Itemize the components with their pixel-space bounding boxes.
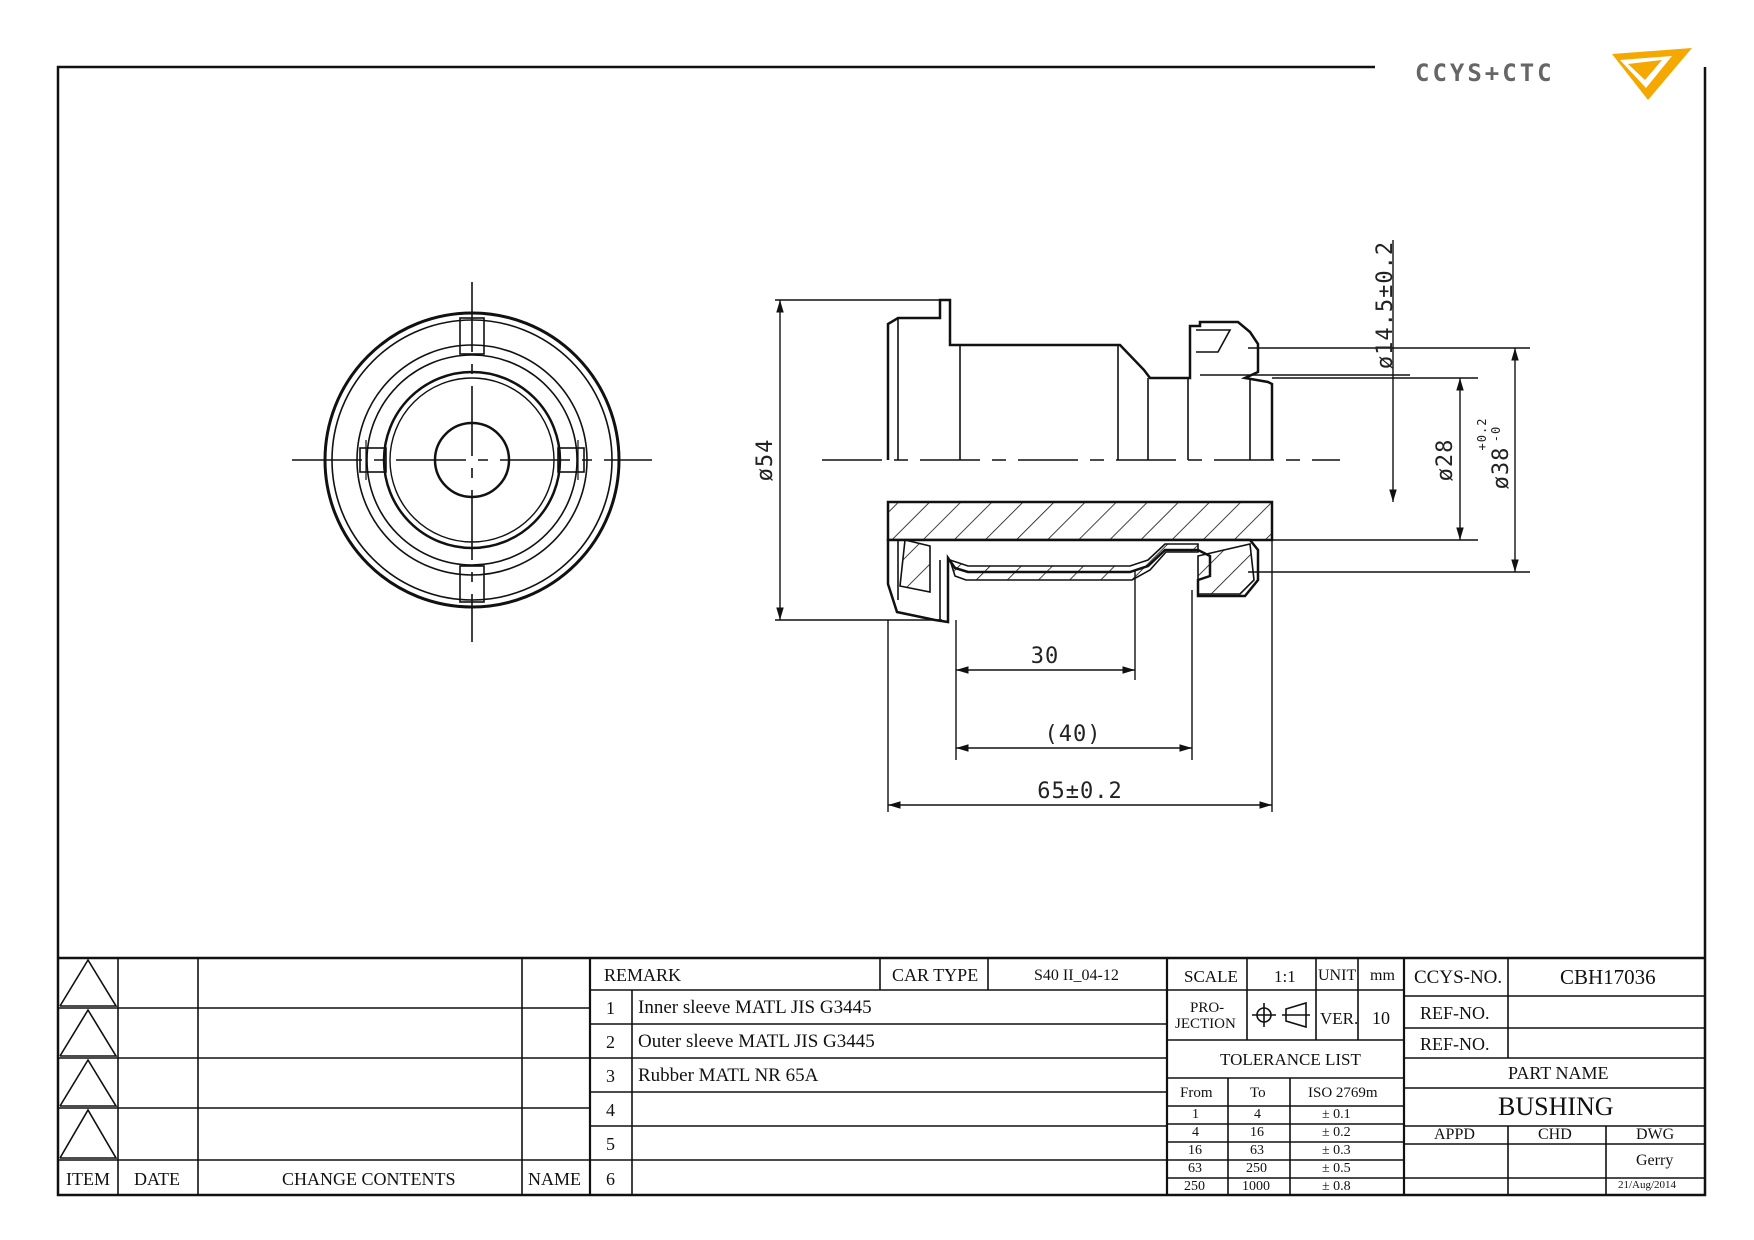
- tolerance-cell: ± 0.3: [1322, 1143, 1351, 1158]
- scale-value: 1:1: [1274, 967, 1296, 986]
- part-name-value: BUSHING: [1498, 1092, 1614, 1121]
- company-logo: CCYS+CTC: [1415, 45, 1690, 105]
- dwg-name: Gerry: [1636, 1152, 1674, 1169]
- tolerance-header-to: To: [1250, 1085, 1266, 1101]
- ver-label: VER.: [1320, 1009, 1359, 1028]
- remark-label: REMARK: [604, 965, 682, 985]
- tolerance-cell: 1: [1192, 1107, 1199, 1122]
- unit-value: mm: [1370, 967, 1395, 984]
- remark-row-text: Rubber MATL NR 65A: [638, 1065, 819, 1086]
- ver-value: 10: [1372, 1008, 1390, 1028]
- dimension-lines: [775, 240, 1530, 812]
- tolerance-title: TOLERANCE LIST: [1220, 1050, 1361, 1069]
- tolerance-header-from: From: [1180, 1085, 1213, 1101]
- logo-text: CCYS+CTC: [1415, 59, 1555, 87]
- tolerance-cell: 16: [1250, 1125, 1264, 1140]
- ccys-value: CBH17036: [1560, 965, 1656, 989]
- scale-label: SCALE: [1184, 967, 1238, 986]
- car-type-label: CAR TYPE: [892, 965, 979, 985]
- tolerance-cell: 250: [1246, 1161, 1267, 1176]
- tolerance-header-iso: ISO 2769m: [1308, 1085, 1378, 1101]
- drawing-border: [56, 65, 1707, 1197]
- ref-label-2: REF-NO.: [1420, 1034, 1490, 1054]
- tolerance-cell: 250: [1184, 1179, 1205, 1194]
- tolerance-cell: 1000: [1242, 1179, 1270, 1194]
- remark-row-num: 4: [606, 1100, 615, 1120]
- projection-label-1: PRO-: [1190, 1000, 1225, 1016]
- tolerance-cell: ± 0.5: [1322, 1161, 1351, 1176]
- tolerance-cell: ± 0.8: [1322, 1179, 1351, 1194]
- appd-label: APPD: [1434, 1126, 1475, 1143]
- dim-phi14: ø14.5±0.2: [1373, 241, 1398, 369]
- projection-label-2: JECTION: [1175, 1016, 1236, 1032]
- dimension-texts: ø54 ø14.5±0.2 ø28 ø38 +0.2 -0 30 (40) 65…: [753, 241, 1514, 804]
- rev-header-change: CHANGE CONTENTS: [282, 1169, 456, 1189]
- dwg-label: DWG: [1636, 1126, 1675, 1143]
- unit-label: UNIT: [1318, 967, 1357, 984]
- rev-header-date: DATE: [134, 1169, 180, 1189]
- rev-header-item: ITEM: [66, 1169, 110, 1189]
- tolerance-cell: 16: [1188, 1143, 1202, 1158]
- dim-phi38-tol-upper: +0.2: [1475, 418, 1489, 451]
- remark-row-num: 3: [606, 1066, 615, 1086]
- rev-header-name: NAME: [528, 1169, 581, 1189]
- tolerance-cell: ± 0.2: [1322, 1125, 1351, 1140]
- dim-phi28: ø28: [1433, 439, 1458, 482]
- tolerance-cell: 63: [1250, 1143, 1264, 1158]
- remark-row-num: 5: [606, 1134, 615, 1154]
- remark-row-text: Inner sleeve MATL JIS G3445: [638, 997, 872, 1018]
- tolerance-cell: 4: [1254, 1107, 1261, 1122]
- title-block-grid: [58, 956, 1705, 1195]
- ccys-label: CCYS-NO.: [1414, 967, 1503, 988]
- dim-len65: 65±0.2: [1037, 779, 1122, 804]
- front-view: [292, 282, 652, 642]
- tolerance-cell: 4: [1192, 1125, 1199, 1140]
- tolerance-cell: ± 0.1: [1322, 1107, 1351, 1122]
- dim-phi38: ø38: [1489, 447, 1514, 490]
- ref-label-1: REF-NO.: [1420, 1003, 1490, 1023]
- tolerance-cell: 63: [1188, 1161, 1202, 1176]
- dim-len30: 30: [1031, 644, 1060, 669]
- dim-phi38-tol-lower: -0: [1489, 426, 1503, 442]
- remark-row-text: Outer sleeve MATL JIS G3445: [638, 1031, 875, 1052]
- chd-label: CHD: [1538, 1126, 1572, 1143]
- logo-mark: [1612, 48, 1692, 100]
- section-view: [822, 298, 1340, 624]
- remark-row-num: 1: [606, 998, 615, 1018]
- car-type-value: S40 II_04-12: [1034, 967, 1119, 984]
- dim-len40: (40): [1045, 722, 1102, 747]
- remark-row-num: 6: [606, 1169, 615, 1189]
- dwg-date: 21/Aug/2014: [1618, 1179, 1677, 1191]
- dim-phi54: ø54: [753, 439, 778, 482]
- part-name-label: PART NAME: [1508, 1063, 1609, 1083]
- remark-row-num: 2: [606, 1032, 615, 1052]
